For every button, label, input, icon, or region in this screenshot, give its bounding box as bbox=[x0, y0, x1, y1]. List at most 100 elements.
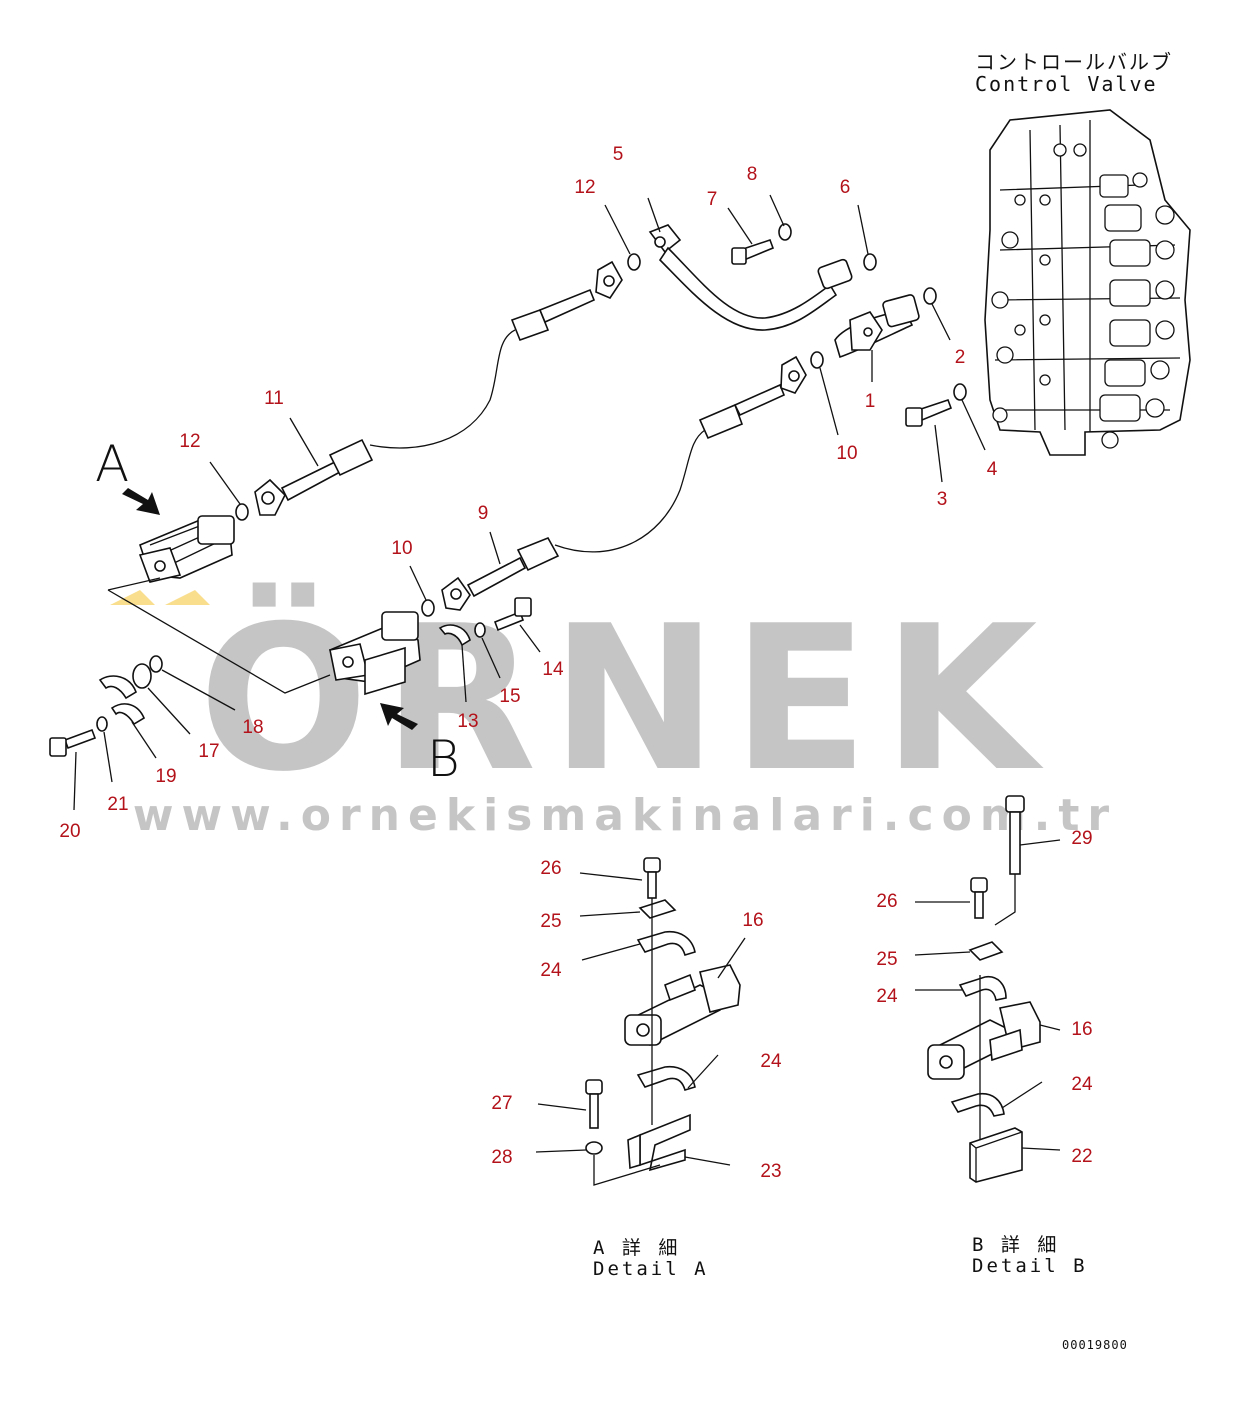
callout-leader bbox=[934, 424, 943, 483]
callout-16[interactable]: 16 bbox=[1071, 1019, 1092, 1040]
half-clamp-19 bbox=[98, 675, 137, 700]
callout-18[interactable]: 18 bbox=[242, 717, 263, 738]
callout-14[interactable]: 14 bbox=[542, 659, 564, 680]
callout-15[interactable]: 15 bbox=[499, 686, 520, 707]
callout-13[interactable]: 13 bbox=[457, 711, 478, 732]
callout-leader bbox=[604, 204, 631, 255]
o-ring-12-lower bbox=[235, 503, 249, 521]
callout-3[interactable]: 3 bbox=[937, 489, 948, 510]
callout-6[interactable]: 6 bbox=[840, 177, 851, 198]
callout-10[interactable]: 10 bbox=[391, 538, 412, 559]
callout-leader bbox=[289, 417, 319, 467]
o-ring-2 bbox=[923, 287, 937, 305]
detail-b-japanese: B 詳 細 bbox=[972, 1234, 1060, 1256]
callout-8[interactable]: 8 bbox=[747, 164, 758, 185]
callout-26[interactable]: 26 bbox=[876, 891, 897, 912]
callout-26[interactable]: 26 bbox=[540, 858, 561, 879]
detail-b-assembly bbox=[927, 795, 1041, 1183]
detail-a-assembly bbox=[585, 857, 741, 1186]
callout-leader bbox=[727, 207, 753, 245]
callout-28[interactable]: 28 bbox=[491, 1147, 512, 1168]
callout-leader bbox=[581, 943, 641, 961]
bolt-14 bbox=[493, 597, 532, 632]
callout-16[interactable]: 16 bbox=[742, 910, 763, 931]
o-ring-10 bbox=[810, 351, 824, 369]
watermark-url: www.ornekismakinalari.com.tr bbox=[132, 790, 1118, 841]
view-arrow-b bbox=[380, 703, 418, 730]
washer-21 bbox=[96, 716, 108, 732]
callout-leader bbox=[519, 624, 541, 653]
assembly-lines-a bbox=[107, 577, 331, 694]
callout-19[interactable]: 19 bbox=[155, 766, 176, 787]
callout-leader bbox=[579, 911, 641, 917]
block-b bbox=[328, 611, 421, 696]
o-ring-10-lower bbox=[421, 599, 435, 617]
bolt-20 bbox=[49, 728, 97, 757]
callout-7[interactable]: 7 bbox=[707, 189, 718, 210]
callout-12[interactable]: 12 bbox=[574, 177, 595, 198]
washer-8 bbox=[778, 223, 792, 241]
callout-20[interactable]: 20 bbox=[59, 821, 80, 842]
watermark-accent bbox=[110, 590, 155, 605]
callout-leader bbox=[461, 644, 467, 703]
callout-leader bbox=[209, 461, 241, 505]
o-ring-17 bbox=[132, 663, 152, 689]
hose-11 bbox=[254, 260, 623, 516]
callout-24[interactable]: 24 bbox=[760, 1051, 782, 1072]
callout-leader bbox=[103, 731, 113, 783]
callout-leader bbox=[161, 669, 236, 711]
callout-leader bbox=[819, 367, 839, 436]
half-clamp-19b bbox=[110, 703, 146, 726]
callout-2[interactable]: 2 bbox=[955, 347, 966, 368]
control-valve bbox=[984, 109, 1191, 456]
callout-25[interactable]: 25 bbox=[540, 911, 561, 932]
callout-leader bbox=[857, 204, 869, 255]
callout-leader bbox=[647, 197, 661, 233]
detail-a-japanese: A 詳 細 bbox=[593, 1237, 681, 1259]
callout-leader bbox=[684, 1156, 731, 1166]
view-letter-b: B bbox=[427, 730, 460, 788]
callout-24[interactable]: 24 bbox=[540, 960, 562, 981]
callout-11[interactable]: 11 bbox=[264, 388, 284, 409]
callout-22[interactable]: 22 bbox=[1071, 1146, 1092, 1167]
callout-25[interactable]: 25 bbox=[876, 949, 897, 970]
callout-24[interactable]: 24 bbox=[876, 986, 898, 1007]
watermark-brand: ÖRNEK bbox=[198, 583, 1052, 816]
callout-17[interactable]: 17 bbox=[198, 741, 219, 762]
o-ring-6 bbox=[863, 253, 877, 271]
washer-4 bbox=[953, 383, 967, 401]
callout-leader bbox=[1001, 1081, 1043, 1109]
callout-leader bbox=[1039, 1024, 1061, 1031]
callout-leader bbox=[579, 872, 643, 881]
callout-leader bbox=[131, 721, 157, 759]
part-1-connector bbox=[834, 294, 920, 359]
callout-27[interactable]: 27 bbox=[491, 1093, 512, 1114]
view-arrow-a bbox=[122, 488, 160, 515]
callout-1[interactable]: 1 bbox=[865, 391, 876, 412]
callout-5[interactable]: 5 bbox=[613, 144, 624, 165]
bolt-3 bbox=[905, 398, 953, 427]
part-5-tube bbox=[648, 224, 853, 331]
callout-12[interactable]: 12 bbox=[179, 431, 200, 452]
callout-29[interactable]: 29 bbox=[1071, 828, 1092, 849]
watermark-accent bbox=[165, 590, 210, 605]
callout-leader bbox=[409, 565, 427, 601]
hose-9 bbox=[441, 355, 807, 611]
half-clamp-13 bbox=[438, 624, 471, 647]
callout-21[interactable]: 21 bbox=[107, 794, 128, 815]
callout-leader bbox=[1019, 839, 1061, 846]
view-letter-a: A bbox=[95, 435, 130, 493]
callout-4[interactable]: 4 bbox=[987, 459, 998, 480]
callout-24[interactable]: 24 bbox=[1071, 1074, 1093, 1095]
callout-23[interactable]: 23 bbox=[760, 1161, 781, 1182]
callout-leader bbox=[147, 687, 191, 735]
drawing-number: 00019800 bbox=[1062, 1338, 1128, 1352]
callout-10[interactable]: 10 bbox=[836, 443, 857, 464]
block-a bbox=[138, 515, 235, 583]
callout-9[interactable]: 9 bbox=[478, 503, 489, 524]
o-ring-18 bbox=[149, 655, 163, 673]
callout-leader bbox=[73, 751, 77, 811]
washer-15 bbox=[474, 622, 486, 638]
